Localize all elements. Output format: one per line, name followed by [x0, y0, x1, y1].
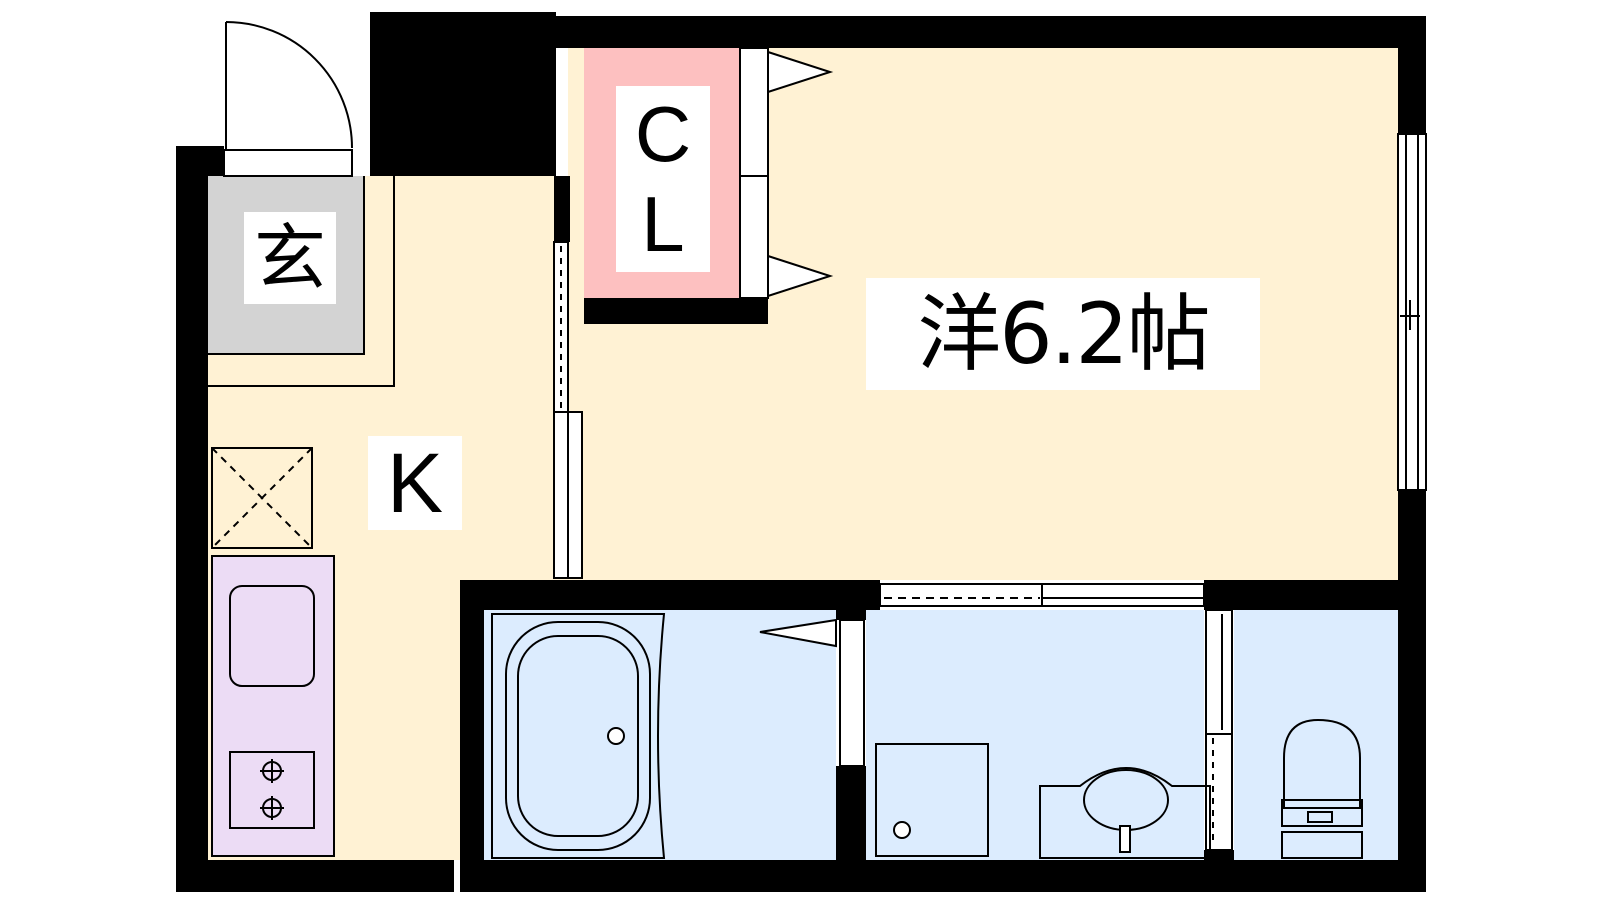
sliding-door-frame-upper [553, 241, 569, 413]
wash-basin-counter [1039, 767, 1211, 859]
entrance-label: 玄 [244, 212, 336, 304]
wall-bath-wash-top [836, 580, 866, 620]
wall-closet-bottom [584, 298, 768, 324]
washer-pan [875, 743, 989, 857]
toilet-hinge [1307, 811, 1333, 823]
wall-bottom-gap-cover [454, 860, 460, 892]
wall-left [176, 146, 208, 890]
wall-right-upper [1398, 16, 1426, 134]
closet-door-swing-upper [767, 50, 834, 94]
washroom-floor [866, 610, 1204, 860]
closet-label-line-2: L [641, 180, 685, 268]
kitchen-label: K [368, 436, 462, 530]
stove-burner-icon [260, 759, 284, 820]
washer-drain-icon [893, 821, 911, 839]
wall-right-lower [1398, 490, 1426, 892]
entrance-door-frame [223, 149, 353, 177]
right-window-frame [1397, 133, 1427, 491]
bathtub-drain-icon [607, 727, 625, 745]
entrance-door-swing [225, 21, 353, 149]
bathtub-outline [491, 613, 666, 859]
toilet-floor [1234, 610, 1400, 860]
stove-top [229, 751, 315, 829]
wall-wash-toilet-bottom [1204, 850, 1234, 892]
toilet-bowl [1283, 718, 1361, 809]
western-room-label: 洋6.2帖 [866, 278, 1260, 390]
closet-label: C L [616, 86, 710, 272]
wall-bottom [176, 860, 1426, 892]
toilet-seat-rim [1281, 799, 1363, 827]
wall-bath-left [460, 580, 484, 892]
bath-door-frame [839, 619, 865, 767]
bathtub-basin-outer [505, 621, 651, 851]
wall-bath-wash [836, 766, 866, 892]
entrance-step-line [206, 176, 365, 355]
bathtub-basin-inner [517, 635, 639, 837]
toilet-tank [1281, 831, 1363, 859]
wall-top-block [370, 12, 556, 176]
closet-door-swing-lower [767, 254, 834, 298]
closet-label-line-1: C [634, 90, 692, 178]
wall-kitchen-west-upper [554, 176, 570, 242]
kitchen-sink [229, 585, 315, 687]
fridge-cross-2 [211, 447, 313, 549]
closet-door-frame [739, 47, 769, 299]
entrance-step-outer-line [206, 176, 395, 387]
wash-basin-faucet-icon [1119, 825, 1131, 853]
wall-top-right [554, 16, 1426, 48]
bath-door-swing [759, 618, 837, 648]
wall-wash-top-right [1204, 580, 1426, 610]
wall-bath-top [460, 580, 880, 610]
